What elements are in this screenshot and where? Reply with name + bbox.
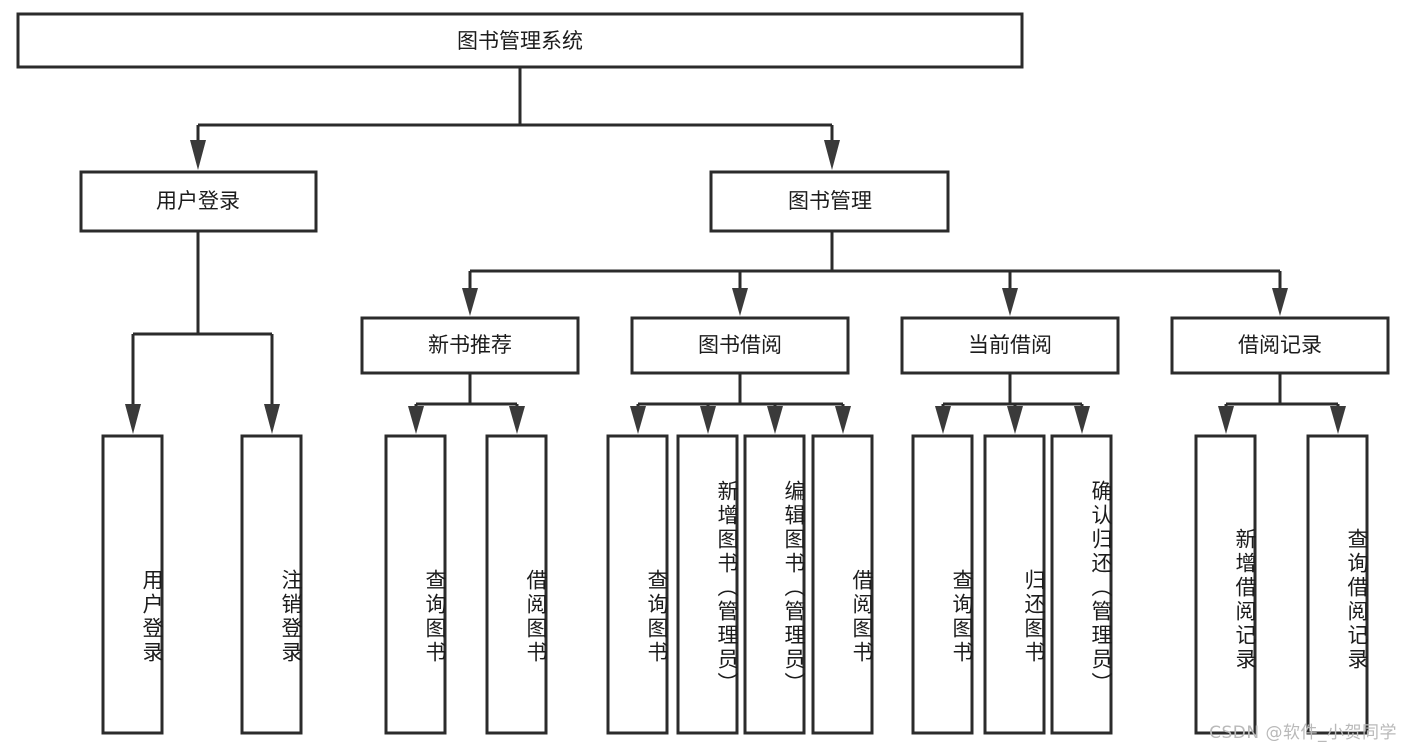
node-leaf-confirm-return-rect[interactable] — [1050, 434, 1113, 735]
node-borrow-record[interactable]: 借阅记录 — [1170, 316, 1390, 375]
node-current-borrow[interactable]: 当前借阅 — [900, 316, 1120, 375]
node-leaf-add-borrow-record-rect[interactable] — [1194, 434, 1257, 735]
node-new-book-recommend-rect[interactable] — [360, 316, 580, 375]
node-borrow-record-rect[interactable] — [1170, 316, 1390, 375]
node-leaf-query-book-2-rect[interactable] — [606, 434, 669, 735]
node-leaf-user-logout-rect[interactable] — [240, 434, 303, 735]
node-current-borrow-rect[interactable] — [900, 316, 1120, 375]
node-new-book-recommend-label: 新书推荐 — [428, 333, 512, 357]
arrow-to-leaf-add-borrow-record — [1218, 406, 1234, 434]
arrow-to-book-manage — [824, 140, 840, 170]
arrow-to-leaf-user-logout — [264, 404, 280, 434]
node-leaf-borrow-book-2-rect[interactable] — [811, 434, 874, 735]
node-leaf-query-borrow-record-rect[interactable] — [1306, 434, 1369, 735]
node-leaf-edit-book-admin-rect[interactable] — [743, 434, 806, 735]
node-leaf-return-book-rect[interactable] — [983, 434, 1046, 735]
edges-layer — [125, 67, 1346, 434]
arrow-to-leaf-edit-book-admin — [767, 406, 783, 434]
arrow-to-current-borrow — [1002, 288, 1018, 316]
arrow-to-leaf-borrow-book-1 — [509, 406, 525, 434]
node-user-login-rect[interactable] — [79, 170, 318, 233]
node-root[interactable]: 图书管理系统 — [16, 12, 1024, 69]
node-leaf-query-book-3-rect[interactable] — [911, 434, 974, 735]
node-borrow-record-label: 借阅记录 — [1238, 333, 1322, 357]
node-root-rect[interactable] — [16, 12, 1024, 69]
arrow-to-leaf-query-book-1 — [408, 406, 424, 434]
node-leaf-user-login-rect[interactable] — [101, 434, 164, 735]
node-user-login-label: 用户登录 — [156, 189, 240, 213]
node-root-label: 图书管理系统 — [457, 29, 583, 53]
arrow-to-leaf-user-login — [125, 404, 141, 434]
arrow-to-leaf-borrow-book-2 — [835, 406, 851, 434]
node-current-borrow-label: 当前借阅 — [968, 333, 1052, 357]
node-leaf-query-book-1-rect[interactable] — [384, 434, 447, 735]
node-book-borrow-label: 图书借阅 — [698, 333, 782, 357]
node-user-login[interactable]: 用户登录 — [79, 170, 318, 233]
arrow-to-leaf-query-book-3 — [935, 406, 951, 434]
node-leaf-add-book-admin-rect[interactable] — [676, 434, 739, 735]
arrow-to-leaf-query-book-2 — [630, 406, 646, 434]
node-book-manage[interactable]: 图书管理 — [709, 170, 950, 233]
arrow-to-user-login — [190, 140, 206, 170]
node-new-book-recommend[interactable]: 新书推荐 — [360, 316, 580, 375]
arrow-to-borrow-record — [1272, 288, 1288, 316]
arrow-to-leaf-return-book — [1007, 406, 1023, 434]
node-book-manage-label: 图书管理 — [788, 189, 872, 213]
node-book-manage-rect[interactable] — [709, 170, 950, 233]
csdn-watermark: CSDN @软件_小贺同学 — [1209, 723, 1397, 743]
arrow-to-leaf-query-borrow-record — [1330, 406, 1346, 434]
arrow-to-leaf-confirm-return — [1074, 406, 1090, 434]
arrow-to-book-borrow — [732, 288, 748, 316]
node-book-borrow-rect[interactable] — [630, 316, 850, 375]
arrow-to-leaf-add-book-admin — [700, 406, 716, 434]
arrow-to-new-book-recommend — [462, 288, 478, 316]
node-book-borrow[interactable]: 图书借阅 — [630, 316, 850, 375]
node-leaf-borrow-book-1-rect[interactable] — [485, 434, 548, 735]
nodes-layer: 图书管理系统 用户登录 图书管理 新书推荐 图书借阅 当前 — [16, 12, 1390, 735]
